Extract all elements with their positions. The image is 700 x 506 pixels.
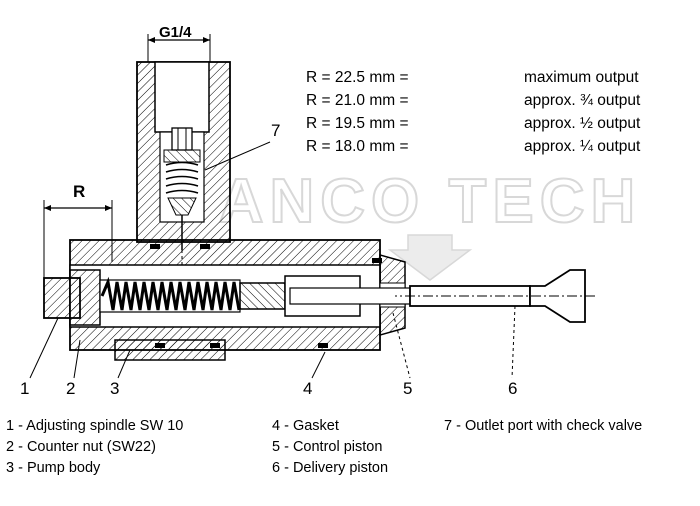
legend-item-4: 4 - Gasket <box>272 418 339 434</box>
spec-output-1: maximum output <box>524 69 639 86</box>
legend-item-1: 1 - Adjusting spindle SW 10 <box>6 418 184 434</box>
adjusting-spindle <box>43 269 101 326</box>
watermark-text: ANCO TECH <box>219 167 642 236</box>
spec-radius-2: R = 21.0 mm = <box>306 92 409 109</box>
radius-label: R <box>73 182 86 201</box>
legend-item-5: 5 - Control piston <box>272 439 383 455</box>
spec-output-4: approx. ¼ output <box>524 138 641 155</box>
watermark-arrow-icon <box>387 234 473 281</box>
outlet-port <box>136 61 231 272</box>
watermark: ANCO TECH <box>218 166 642 281</box>
callout-3: 3 <box>110 379 120 398</box>
port-dimension <box>147 34 211 62</box>
legend-item-7: 7 - Outlet port with check valve <box>444 418 643 434</box>
leader-lines <box>29 141 516 379</box>
radius-dimension <box>43 200 113 278</box>
callout-6: 6 <box>508 379 518 398</box>
legend-item-3: 3 - Pump body <box>6 460 101 476</box>
callout-5: 5 <box>403 379 413 398</box>
spec-output-3: approx. ½ output <box>524 115 641 132</box>
spec-radius-1: R = 22.5 mm = <box>306 69 409 86</box>
legend-item-6: 6 - Delivery piston <box>272 460 389 476</box>
gaskets <box>150 244 382 348</box>
port-size-label: G1/4 <box>159 24 192 41</box>
spring <box>99 276 241 313</box>
spec-radius-3: R = 19.5 mm = <box>306 115 409 132</box>
spec-output-2: approx. ¾ output <box>524 92 641 109</box>
callout-2: 2 <box>66 379 76 398</box>
spec-radius-4: R = 18.0 mm = <box>306 138 409 155</box>
pistons <box>239 269 595 323</box>
legend-item-2: 2 - Counter nut (SW22) <box>6 439 156 455</box>
callout-7: 7 <box>271 121 281 140</box>
callout-1: 1 <box>20 379 30 398</box>
callout-4: 4 <box>303 379 313 398</box>
